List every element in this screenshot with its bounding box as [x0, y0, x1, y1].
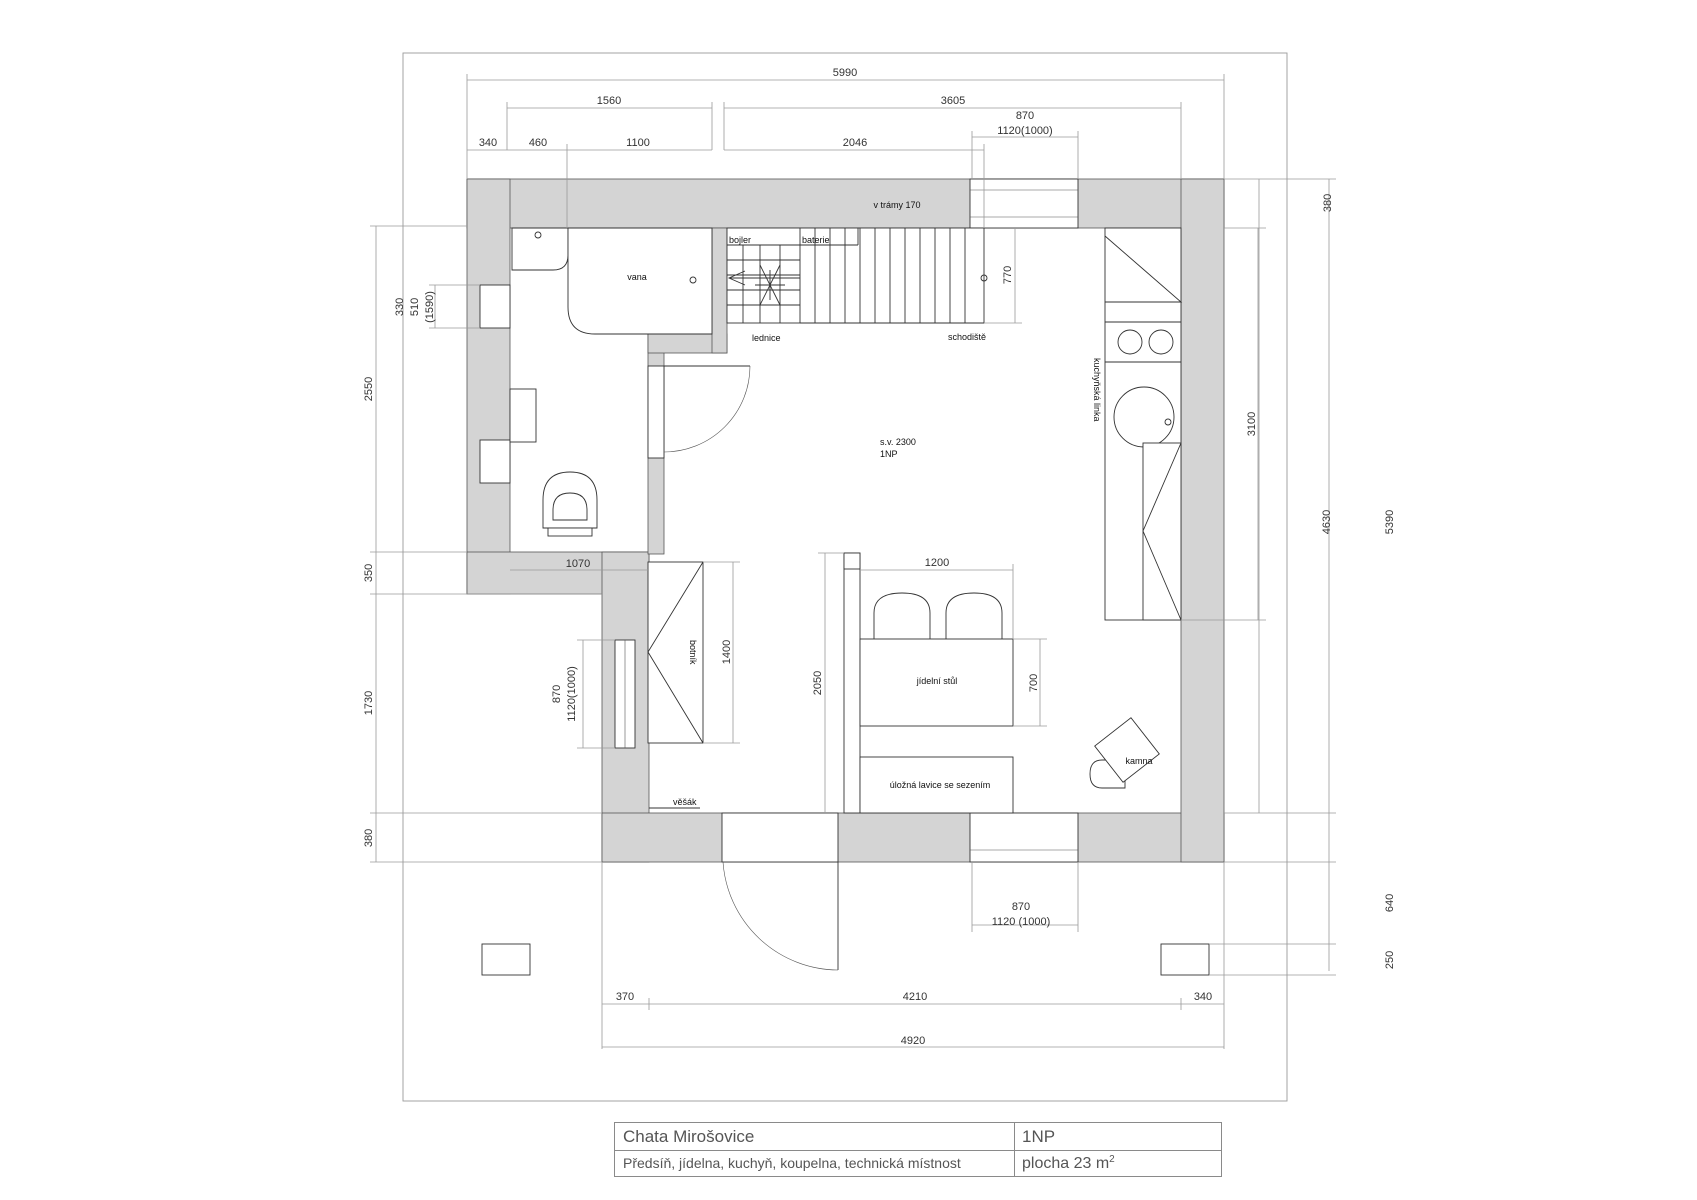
wall-right [1180, 178, 1225, 863]
label-kitchen: kuchyňská linka [1092, 358, 1102, 422]
window-bottom [969, 812, 1079, 863]
dim-right-250: 250 [1384, 951, 1396, 969]
toilet-icon [542, 471, 598, 529]
title-block: Chata Mirošovice 1NP Předsíň, jídelna, k… [614, 1122, 1222, 1177]
window-bath-top [479, 284, 511, 329]
label-bathtub: vana [627, 272, 647, 282]
kitchen-counter [1104, 227, 1183, 621]
dim-right-380: 380 [1322, 194, 1334, 212]
wall-left-upper [466, 178, 511, 595]
label-fridge: lednice [752, 333, 781, 343]
area-exponent: 2 [1109, 1154, 1115, 1165]
dim-top-window-1120: 1120(1000) [997, 125, 1052, 137]
label-bench: úložná lavice se sezením [890, 780, 991, 790]
walls [466, 178, 1225, 863]
dim-left-510: 510 [409, 298, 421, 316]
dim-top-window-870: 870 [1016, 110, 1034, 122]
dim-left-330: 330 [394, 298, 406, 316]
dim-left-2550: 2550 [363, 377, 375, 401]
area-value: plocha 23 m [1022, 1155, 1110, 1172]
dim-left-350: 350 [363, 564, 375, 582]
cooktop-burner-icon [1148, 329, 1174, 355]
dim-right-4630: 4630 [1321, 510, 1333, 534]
label-room-height: s.v. 2300 [880, 437, 916, 447]
pad-left [481, 943, 531, 976]
chair-icon [873, 592, 931, 651]
dim-dining-700: 700 [1028, 674, 1040, 692]
dim-top-total: 5990 [833, 67, 857, 79]
sheet-frame [402, 52, 1288, 1102]
dim-top-left-span: 1560 [597, 95, 621, 107]
label-shoe-cabinet: botník [688, 640, 698, 665]
shoe-cabinet [647, 561, 704, 744]
dim-right-5390: 5390 [1384, 510, 1396, 534]
dim-right-3100: 3100 [1246, 412, 1258, 436]
label-stairs: schodiště [948, 332, 986, 342]
dim-top-right-span: 3605 [941, 95, 965, 107]
dim-bottom-4210: 4210 [903, 991, 927, 1003]
bath-cabinet [509, 388, 537, 443]
dim-bottom-window-1120: 1120 (1000) [992, 916, 1051, 928]
dim-left-1730: 1730 [363, 691, 375, 715]
storage-bench [859, 756, 1014, 814]
door-opening-main [721, 812, 839, 863]
title-row-1: Chata Mirošovice 1NP [615, 1123, 1221, 1151]
column [843, 552, 861, 814]
dim-right-770: 770 [1002, 266, 1014, 284]
dim-entry-1120: 1120(1000) [566, 666, 578, 721]
dim-bottom-370: 370 [616, 991, 634, 1003]
wall-partition-stair-v [711, 227, 728, 354]
project-name: Chata Mirošovice [623, 1127, 755, 1146]
dining-table [859, 638, 1014, 727]
dim-dining-2050: 2050 [812, 671, 824, 695]
dim-top-1100: 1100 [626, 137, 650, 149]
floor-area: plocha 23 m2 [1014, 1150, 1222, 1177]
bathtub-icon [567, 227, 713, 335]
fixtures [481, 227, 1210, 976]
dim-top-340: 340 [479, 137, 497, 149]
wall-top [466, 178, 1225, 229]
sink-icon [511, 227, 569, 271]
dim-right-640: 640 [1384, 894, 1396, 912]
dim-bottom-window-870: 870 [1012, 901, 1030, 913]
rooms-list: Předsíň, jídelna, kuchyň, koupelna, tech… [623, 1155, 961, 1171]
door-opening-bath [647, 365, 665, 459]
dim-bottom-340: 340 [1194, 991, 1212, 1003]
label-floor: 1NP [880, 449, 898, 459]
window-top [969, 178, 1079, 229]
label-hanger: věšák [673, 797, 697, 807]
stove-icon [1089, 717, 1160, 789]
label-boiler: bojler [729, 235, 751, 245]
dim-left-1590: (1590) [424, 291, 436, 323]
openings [479, 178, 1079, 863]
floor-code: 1NP [1014, 1123, 1222, 1150]
dim-top-460: 460 [529, 137, 547, 149]
staircase [726, 227, 988, 324]
dim-top-2046: 2046 [843, 137, 867, 149]
dimension-texts: 5990 1560 3605 870 1120(1000) 340 460 11… [363, 67, 1396, 1047]
dim-bottom-total: 4920 [901, 1035, 925, 1047]
chair-icon [945, 592, 1003, 651]
dim-entry-870: 870 [551, 685, 563, 703]
label-beams: v trámy 170 [873, 200, 920, 210]
title-row-2: Předsíň, jídelna, kuchyň, koupelna, tech… [615, 1150, 1221, 1177]
label-stove: kamna [1125, 756, 1152, 766]
dim-left-380: 380 [363, 829, 375, 847]
label-battery: baterie [802, 235, 830, 245]
room-labels: v trámy 170 bojler baterie vana lednice … [627, 200, 1152, 807]
wall-bottom [601, 812, 1225, 863]
window-bath-bottom [479, 439, 511, 484]
dim-bath-1070: 1070 [566, 558, 590, 570]
label-dining-table: jídelní stůl [916, 676, 958, 686]
dimension-lines [370, 74, 1336, 1049]
dim-dining-1200: 1200 [925, 557, 949, 569]
cooktop-burner-icon [1117, 329, 1143, 355]
dim-botnik-1400: 1400 [721, 640, 733, 664]
pad-right [1160, 943, 1210, 976]
